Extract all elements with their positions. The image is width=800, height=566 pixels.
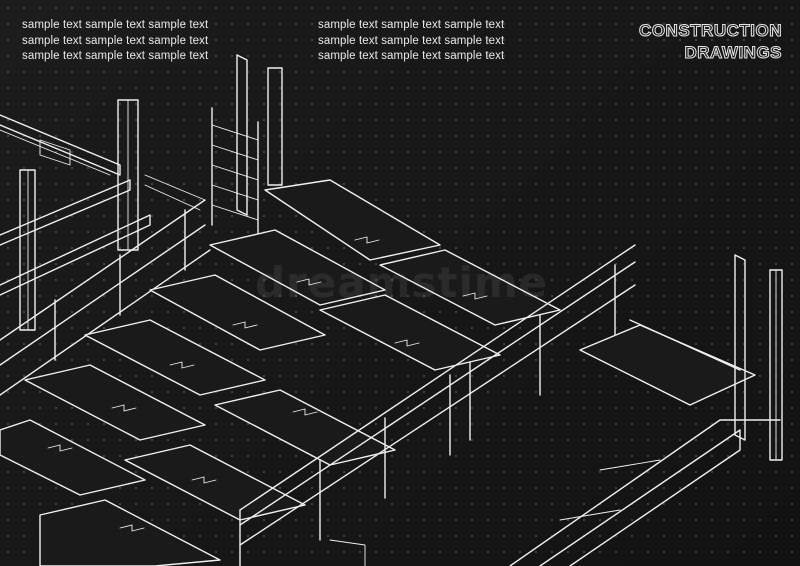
- sample-text-line: sample text sample text sample text: [318, 50, 505, 62]
- ladder-column: [211, 54, 283, 236]
- title-line-1: CONSTRUCTION: [639, 21, 782, 41]
- front-railing: [239, 244, 636, 566]
- sample-text-line: sample text sample text sample text: [22, 34, 209, 47]
- title-line-2: DRAWINGS: [684, 43, 782, 63]
- deck-plates: [0, 179, 561, 566]
- left-railing: [0, 174, 211, 396]
- sample-text-line: sample text sample text sample text: [22, 50, 209, 62]
- sample-text-line: sample text sample text sample text: [318, 34, 505, 47]
- watermark: dreamstime: [255, 258, 549, 307]
- left-frame: [0, 99, 151, 331]
- title-block: CONSTRUCTION DRAWINGS: [639, 20, 782, 64]
- sample-text-line: sample text sample text sample text: [22, 19, 209, 31]
- sample-text-line: sample text sample text sample text: [318, 19, 505, 31]
- sample-text-block-middle: sample text sample text sample text samp…: [318, 18, 504, 65]
- right-platform: [329, 254, 783, 566]
- sample-text-block-left: sample text sample text sample text samp…: [22, 18, 208, 65]
